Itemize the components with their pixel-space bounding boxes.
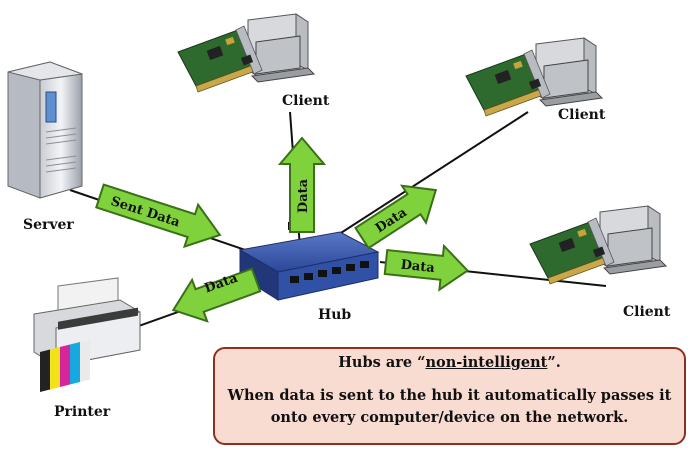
arrow-server-to-hub: Sent Data — [95, 183, 222, 249]
label-server: Server — [23, 217, 74, 233]
label-client-right-bottom: Client — [623, 304, 671, 320]
arrow-hub-to-client-top: Data — [277, 136, 327, 233]
hub-description-callout: Hubs are “non-intelligent”. When data is… — [213, 347, 686, 445]
callout-body-line-1: When data is sent to the hub it automati… — [227, 387, 672, 404]
callout-heading: Hubs are “non-intelligent”. — [215, 354, 684, 371]
label-hub: Hub — [318, 307, 352, 323]
client-icon-right-bottom — [529, 205, 667, 285]
callout-suffix: ”. — [547, 354, 561, 371]
label-client-right-top: Client — [558, 107, 606, 123]
arrow-hub-to-client-right-top: Data — [354, 184, 438, 250]
arrow-hub-to-client-right-bottom: Data — [383, 243, 470, 292]
arrow-hub-to-printer: Data — [171, 267, 262, 323]
label-client-top: Client — [282, 93, 330, 109]
label-printer: Printer — [54, 404, 111, 420]
arrow-label-data-top: Data — [296, 178, 311, 213]
client-icon-right-top — [465, 37, 603, 117]
callout-body: When data is sent to the hub it automati… — [215, 385, 684, 429]
client-icon-top — [177, 13, 315, 93]
server-icon — [7, 61, 83, 199]
hub-icon — [238, 220, 380, 301]
arrow-label-data-right-bottom: Data — [400, 258, 436, 277]
cable-hub-client-right-top — [329, 111, 529, 241]
callout-emphasis: non-intelligent — [425, 354, 548, 371]
callout-body-line-2: onto every computer/device on the networ… — [270, 409, 629, 426]
printer-icon — [33, 277, 141, 392]
callout-prefix: Hubs are “ — [338, 354, 426, 371]
